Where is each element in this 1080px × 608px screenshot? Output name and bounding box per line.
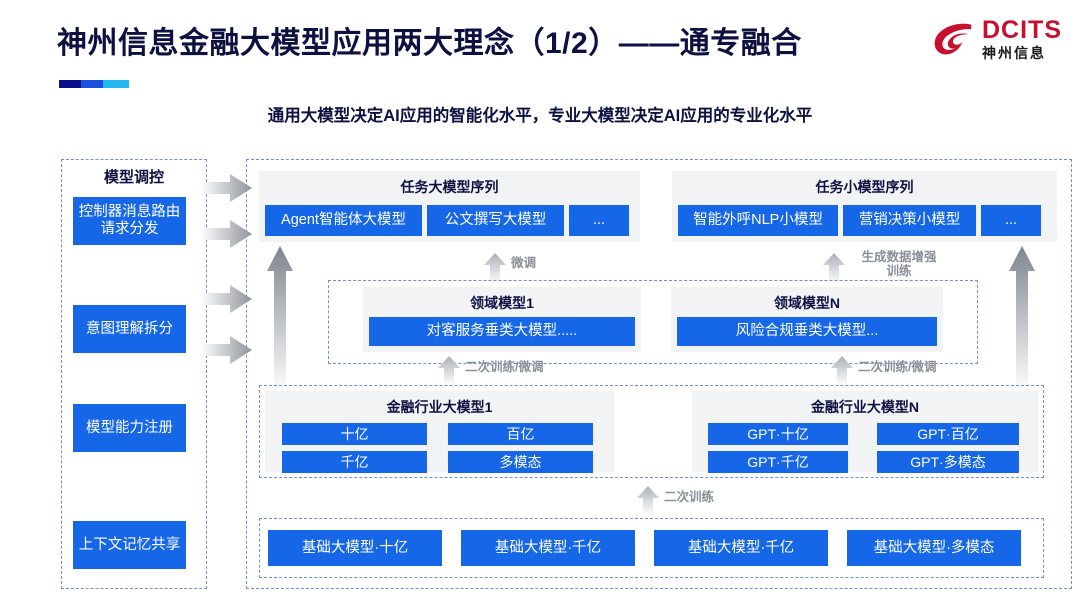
flow-arrow-right-1	[200, 172, 252, 209]
task-box-label: 营销决策小模型	[858, 212, 961, 229]
flow-arrow-up-retrain-right	[830, 355, 854, 390]
task-box-agent[interactable]: Agent智能体大模型	[265, 205, 422, 236]
task-box-outbound-nlp[interactable]: 智能外呼NLP小模型	[678, 205, 838, 236]
industry-box-1-multimodal[interactable]: 多模态	[448, 451, 593, 473]
industry-box-label: 百亿	[506, 425, 535, 442]
task-panel-small-title: 任务小模型序列	[815, 179, 914, 195]
task-box-label: ...	[1004, 212, 1018, 229]
sidebar-item-label: 意图理解拆分	[86, 320, 173, 337]
arrow-label-retrain-base: 二次训练	[664, 490, 715, 504]
main-dashed-container	[246, 159, 1072, 589]
sidebar-item-intent-understanding[interactable]: 意图理解拆分	[73, 305, 186, 353]
flow-arrow-up-finetune	[483, 252, 507, 289]
industry-box-1-tenbillion[interactable]: 百亿	[448, 423, 593, 445]
domain-box-customer-service[interactable]: 对客服务垂类大模型.....	[369, 317, 635, 346]
task-box-label: ...	[592, 212, 606, 229]
page-subtitle: 通用大模型决定AI应用的智能化水平，专业大模型决定AI应用的专业化水平	[267, 107, 813, 125]
logo-en-label: DCITS	[982, 16, 1062, 44]
industry-box-n-multimodal[interactable]: GPT·多模态	[877, 451, 1019, 473]
foundation-box-label: 基础大模型·千亿	[687, 539, 795, 556]
industry-panel-n-title: 金融行业大模型N	[810, 399, 920, 415]
arrow-label-data-augment: 生成数据增强 训练	[861, 250, 937, 279]
flow-arrow-right-4	[200, 334, 252, 371]
industry-box-label: GPT·十亿	[747, 425, 809, 442]
underline-segment-2	[81, 80, 103, 88]
task-box-document-writing[interactable]: 公文撰写大模型	[427, 205, 564, 236]
page-title: 神州信息金融大模型应用两大理念（1/2）——通专融合	[57, 27, 802, 60]
domain-panel-1-title: 领域模型1	[470, 295, 534, 311]
industry-panel-1-title: 金融行业大模型1	[386, 399, 493, 415]
task-box-more-small[interactable]: ...	[981, 205, 1041, 236]
foundation-box-label: 基础大模型·十亿	[301, 539, 409, 556]
title-underline	[59, 80, 129, 88]
task-box-more-large[interactable]: ...	[569, 205, 629, 236]
flow-arrow-right-2	[200, 218, 252, 255]
arrow-label-retrain-right: 二次训练/微调	[858, 360, 937, 374]
flow-arrow-up-retrain-base	[636, 485, 660, 520]
foundation-box-multimodal[interactable]: 基础大模型·多模态	[847, 530, 1021, 566]
sidebar-item-label: 模型能力注册	[86, 419, 173, 436]
sidebar-dashed-container	[61, 159, 207, 589]
flow-arrow-up-data-augment	[822, 252, 846, 289]
flow-arrow-up-tall-left	[266, 245, 294, 398]
foundation-box-hundredbillion-2[interactable]: 基础大模型·千亿	[654, 530, 828, 566]
underline-segment-1	[59, 80, 81, 88]
dcits-swirl-icon	[930, 16, 976, 62]
industry-box-1-hundredbillion[interactable]: 千亿	[282, 451, 427, 473]
sidebar-item-label: 控制器消息路由请求分发	[78, 204, 181, 237]
industry-dashed-container	[259, 385, 1044, 478]
industry-box-n-hundredbillion[interactable]: GPT·千亿	[708, 451, 848, 473]
foundation-box-billion[interactable]: 基础大模型·十亿	[268, 530, 442, 566]
industry-box-1-billion[interactable]: 十亿	[282, 423, 427, 445]
domain-dashed-container	[328, 280, 978, 364]
industry-box-label: GPT·百亿	[917, 425, 979, 442]
sidebar-item-context-memory[interactable]: 上下文记忆共享	[73, 521, 186, 569]
flow-arrow-right-3	[200, 283, 252, 320]
flow-arrow-up-retrain-left	[437, 355, 461, 390]
industry-box-label: GPT·千亿	[747, 453, 809, 470]
logo-text: DCITS 神州信息	[982, 16, 1062, 61]
industry-box-n-billion[interactable]: GPT·十亿	[708, 423, 848, 445]
task-panel-large-title: 任务大模型序列	[400, 179, 499, 195]
foundation-box-label: 基础大模型·多模态	[873, 539, 995, 556]
domain-box-label: 风险合规垂类大模型...	[735, 323, 879, 340]
task-box-label: Agent智能体大模型	[281, 212, 406, 229]
flow-arrow-up-tall-right	[1008, 245, 1036, 398]
foundation-box-label: 基础大模型·千亿	[494, 539, 602, 556]
industry-box-label: 多模态	[499, 453, 542, 470]
industry-box-label: 十亿	[340, 425, 369, 442]
foundation-dashed-container	[259, 518, 1044, 578]
task-box-label: 公文撰写大模型	[444, 212, 547, 229]
sidebar-title: 模型调控	[103, 169, 164, 186]
dcits-logo: DCITS 神州信息	[930, 16, 1062, 62]
domain-box-risk-compliance[interactable]: 风险合规垂类大模型...	[677, 317, 937, 346]
sidebar-item-capability-registry[interactable]: 模型能力注册	[73, 404, 186, 452]
logo-cn-label: 神州信息	[982, 45, 1046, 61]
arrow-label-finetune: 微调	[511, 256, 537, 270]
industry-box-label: 千亿	[340, 453, 369, 470]
industry-box-n-tenbillion[interactable]: GPT·百亿	[877, 423, 1019, 445]
task-box-marketing-decision[interactable]: 营销决策小模型	[843, 205, 976, 236]
sidebar-item-label: 上下文记忆共享	[78, 536, 181, 553]
domain-box-label: 对客服务垂类大模型.....	[426, 323, 578, 340]
task-box-label: 智能外呼NLP小模型	[693, 212, 823, 229]
underline-segment-3	[103, 80, 129, 88]
industry-box-label: GPT·多模态	[910, 453, 986, 470]
sidebar-item-controller-routing[interactable]: 控制器消息路由请求分发	[73, 197, 186, 245]
foundation-box-hundredbillion-1[interactable]: 基础大模型·千亿	[461, 530, 635, 566]
domain-panel-n-title: 领域模型N	[773, 295, 841, 311]
arrow-label-retrain-left: 二次训练/微调	[465, 360, 544, 374]
